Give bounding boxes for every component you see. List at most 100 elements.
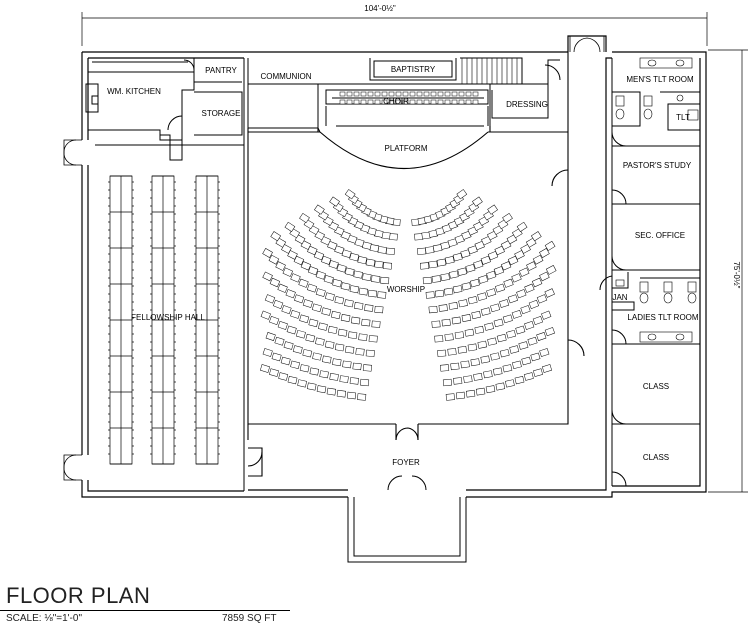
worship-seat	[469, 278, 480, 288]
choir-seat	[374, 99, 381, 105]
choir-seats	[339, 91, 479, 105]
choir-seat	[437, 99, 444, 105]
worship-seat	[493, 266, 505, 276]
worship-seat	[502, 364, 513, 373]
worship-seat	[358, 287, 369, 296]
worship-seat	[262, 248, 273, 258]
worship-seat	[342, 360, 352, 369]
worship-seat	[277, 283, 288, 293]
worship-seat	[456, 189, 468, 200]
worship-seat	[467, 343, 478, 352]
worship-seat	[447, 348, 457, 356]
worship-seat	[269, 277, 281, 288]
choir-seat	[353, 91, 360, 97]
dimension-lines	[81, 12, 748, 493]
worship-seat	[463, 375, 473, 383]
worship-seat	[524, 283, 535, 293]
worship-seat	[274, 336, 285, 346]
worship-seat	[505, 379, 515, 388]
worship-seat	[299, 212, 310, 224]
room-label-jan: JAN	[612, 293, 627, 302]
worship-seat	[364, 304, 374, 312]
worship-seat	[460, 360, 470, 369]
room-label-worship: WORSHIP	[387, 285, 425, 294]
choir-seat	[346, 99, 353, 105]
worship-seat	[461, 282, 472, 291]
worship-seat	[454, 331, 465, 340]
worship-seat	[365, 258, 376, 267]
worship-seat	[374, 305, 384, 314]
choir-seat	[423, 99, 430, 105]
worship-seat	[523, 372, 534, 381]
worship-seat	[357, 256, 368, 265]
worship-seat	[509, 345, 520, 354]
choir-seat	[423, 91, 430, 97]
room-label-baptistry: BAPTISTRY	[391, 65, 436, 74]
room-label-platform: PLATFORM	[385, 144, 428, 153]
worship-seat	[518, 341, 529, 350]
worship-seat	[437, 349, 447, 357]
worship-seat	[452, 252, 463, 262]
worship-seat	[312, 352, 322, 361]
worship-seat	[536, 294, 548, 304]
worship-seat	[292, 345, 303, 354]
worship-seat	[440, 273, 450, 281]
worship-seat	[470, 358, 480, 367]
worship-seat	[495, 382, 506, 391]
worship-seat	[344, 299, 354, 308]
worship-seat	[349, 285, 360, 294]
choir-seat	[388, 91, 395, 97]
worship-seat	[499, 349, 510, 358]
height-dimension: 75'-0½"	[732, 261, 741, 288]
choir-seat	[409, 99, 416, 105]
worship-seat	[290, 360, 301, 369]
worship-seat	[473, 373, 483, 381]
worship-seat	[474, 325, 485, 334]
worship-seat	[315, 270, 326, 280]
worship-seat	[286, 325, 297, 335]
worship-seat	[434, 289, 445, 298]
worship-seat	[328, 260, 339, 269]
worship-seat	[340, 282, 351, 291]
worship-seat	[442, 378, 452, 387]
worship-seat	[448, 302, 459, 310]
worship-seat	[532, 316, 543, 325]
worship-seat	[511, 273, 522, 283]
worship-seat	[544, 288, 555, 298]
worship-seat	[500, 261, 512, 271]
worship-seat	[514, 375, 525, 385]
worship-seat	[443, 287, 454, 296]
worship-seat	[265, 332, 276, 341]
worship-seat	[295, 329, 306, 339]
worship-seat	[371, 275, 381, 283]
worship-seat	[345, 345, 355, 354]
worship-seat	[358, 333, 368, 341]
worship-walls	[247, 52, 585, 477]
worship-seat	[539, 271, 550, 282]
worship-seat	[299, 364, 310, 373]
front-porch	[347, 475, 467, 563]
baptistry-stairs	[461, 58, 518, 84]
worship-seat	[315, 288, 326, 297]
worship-seat	[419, 262, 430, 270]
worship-seat	[329, 373, 339, 381]
worship-seat	[467, 296, 478, 305]
worship-seat	[486, 288, 497, 297]
worship-seat	[520, 305, 531, 315]
worship-seat	[511, 360, 522, 369]
worship-seat	[496, 333, 507, 343]
worship-seat	[486, 270, 497, 280]
worship-seat	[290, 273, 301, 283]
worship-seat	[357, 393, 367, 401]
worship-seat	[332, 278, 343, 288]
worship-seat	[532, 254, 544, 265]
worship-seat	[302, 299, 313, 308]
worship-seat	[374, 260, 384, 269]
worship-seat	[431, 320, 441, 328]
worship-seat	[353, 302, 364, 310]
worship-seat	[440, 364, 450, 372]
worship-seat	[450, 362, 460, 371]
worship-seat	[306, 283, 318, 293]
worship-seat	[371, 320, 381, 328]
worship-seat	[477, 340, 488, 349]
